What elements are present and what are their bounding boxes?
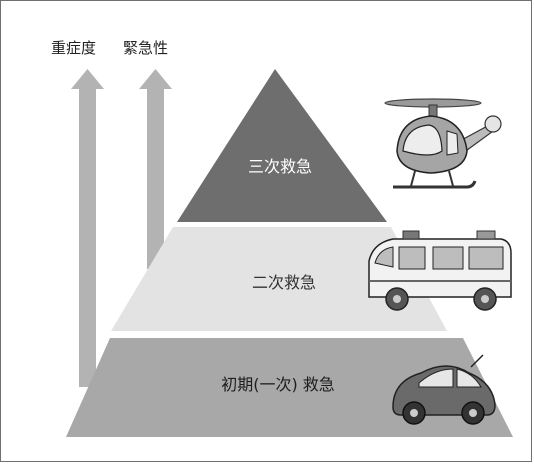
severity-label: 重症度 (51, 39, 96, 57)
tier-primary-label: 初期(一次) 救急 (221, 375, 335, 394)
urgency-arrow (139, 69, 172, 269)
helicopter-icon (384, 98, 502, 189)
severity-arrow (71, 69, 104, 387)
urgency-label: 緊急性 (123, 39, 168, 57)
tier-secondary-label: 二次救急 (252, 273, 316, 292)
car-icon (392, 354, 496, 425)
tier-tertiary-shape (177, 69, 387, 222)
tier-secondary-shape (111, 227, 447, 331)
tier-tertiary-label: 三次救急 (248, 157, 312, 176)
ambulance-icon (368, 230, 512, 311)
